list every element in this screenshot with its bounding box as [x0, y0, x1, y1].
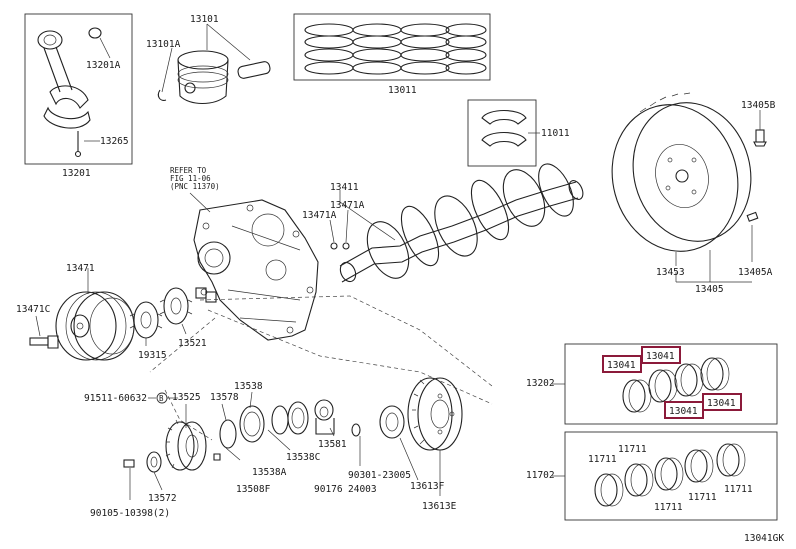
label-13041-b: 13041 [646, 351, 675, 362]
label-90176: 90176 [314, 484, 343, 495]
label-13041-d: 13041 [707, 398, 736, 409]
label-13453: 13453 [656, 267, 685, 278]
label-13521: 13521 [178, 338, 207, 349]
label-13405B: 13405B [741, 100, 776, 111]
label-19315: 19315 [138, 350, 167, 361]
label-13613E: 13613E [422, 501, 457, 512]
crank-sprocket-drawing [129, 287, 217, 339]
label-13508F: 13508F [236, 484, 271, 495]
label-13581: 13581 [318, 439, 347, 450]
piston-rings-box [293, 13, 491, 81]
label-11011: 11011 [541, 128, 570, 139]
label-13471: 13471 [66, 263, 95, 274]
rod-bearings-drawing [622, 357, 730, 413]
main-bearings-drawing [594, 443, 746, 507]
label-13572: 13572 [148, 493, 177, 504]
label-13201: 13201 [62, 168, 91, 179]
refer-note-line3: (PNC 11370) [170, 182, 220, 191]
label-13538A: 13538A [252, 467, 287, 478]
oil-pump-cover-drawing [193, 199, 319, 341]
label-13041-c: 13041 [669, 406, 698, 417]
label-91511-60632: 91511-60632 [84, 393, 147, 404]
label-13471A-left: 13471A [302, 210, 337, 221]
label-13525: 13525 [172, 392, 201, 403]
label-11711-b: 11711 [618, 444, 647, 455]
label-13201A: 13201A [86, 60, 121, 71]
connecting-rod-drawing [37, 27, 102, 158]
label-11711-a: 11711 [588, 454, 617, 465]
label-11702: 11702 [526, 470, 555, 481]
label-13613F: 13613F [410, 481, 445, 492]
label-13471C: 13471C [16, 304, 50, 315]
thrust-washer-drawing [481, 109, 527, 147]
label-13538C: 13538C [286, 452, 320, 463]
label-11711-d: 11711 [688, 492, 717, 503]
label-13101A: 13101A [146, 39, 181, 50]
label-13405: 13405 [695, 284, 724, 295]
label-13011: 13011 [388, 85, 417, 96]
crankshaft-drawing [330, 163, 584, 283]
callout-b-letter: B [159, 394, 164, 403]
label-24003: 24003 [348, 484, 377, 495]
label-13578: 13578 [210, 392, 239, 403]
figure-code: 13041GK [744, 533, 784, 544]
highlight-13041-b [641, 346, 681, 364]
crank-pulley-drawing [29, 291, 135, 361]
label-13101: 13101 [190, 14, 219, 25]
label-13041-a: 13041 [607, 360, 636, 371]
label-13411: 13411 [330, 182, 359, 193]
label-11711-c: 11711 [654, 502, 683, 513]
label-13471A-top: 13471A [330, 200, 365, 211]
highlight-13041-d [702, 393, 742, 411]
retaining-rings-drawing [219, 399, 405, 449]
label-13538: 13538 [234, 381, 263, 392]
piston-drawing [157, 50, 271, 105]
connecting-rod-box [24, 13, 133, 165]
label-13405A: 13405A [738, 267, 773, 278]
balancer-gear-drawing [123, 419, 221, 473]
balancer-drive-gear-drawing [407, 377, 463, 451]
label-11711-e: 11711 [724, 484, 753, 495]
label-13202: 13202 [526, 378, 555, 389]
refer-note-line1: REFER TO [170, 166, 207, 175]
label-90105-10398: 90105-10398(2) [90, 508, 170, 519]
label-90301-23005: 90301-23005 [348, 470, 411, 481]
label-13265: 13265 [100, 136, 129, 147]
piston-rings-drawing [304, 23, 487, 75]
refer-note-line2: FIG 11-06 [170, 174, 211, 183]
flywheel-drawing [611, 92, 767, 252]
